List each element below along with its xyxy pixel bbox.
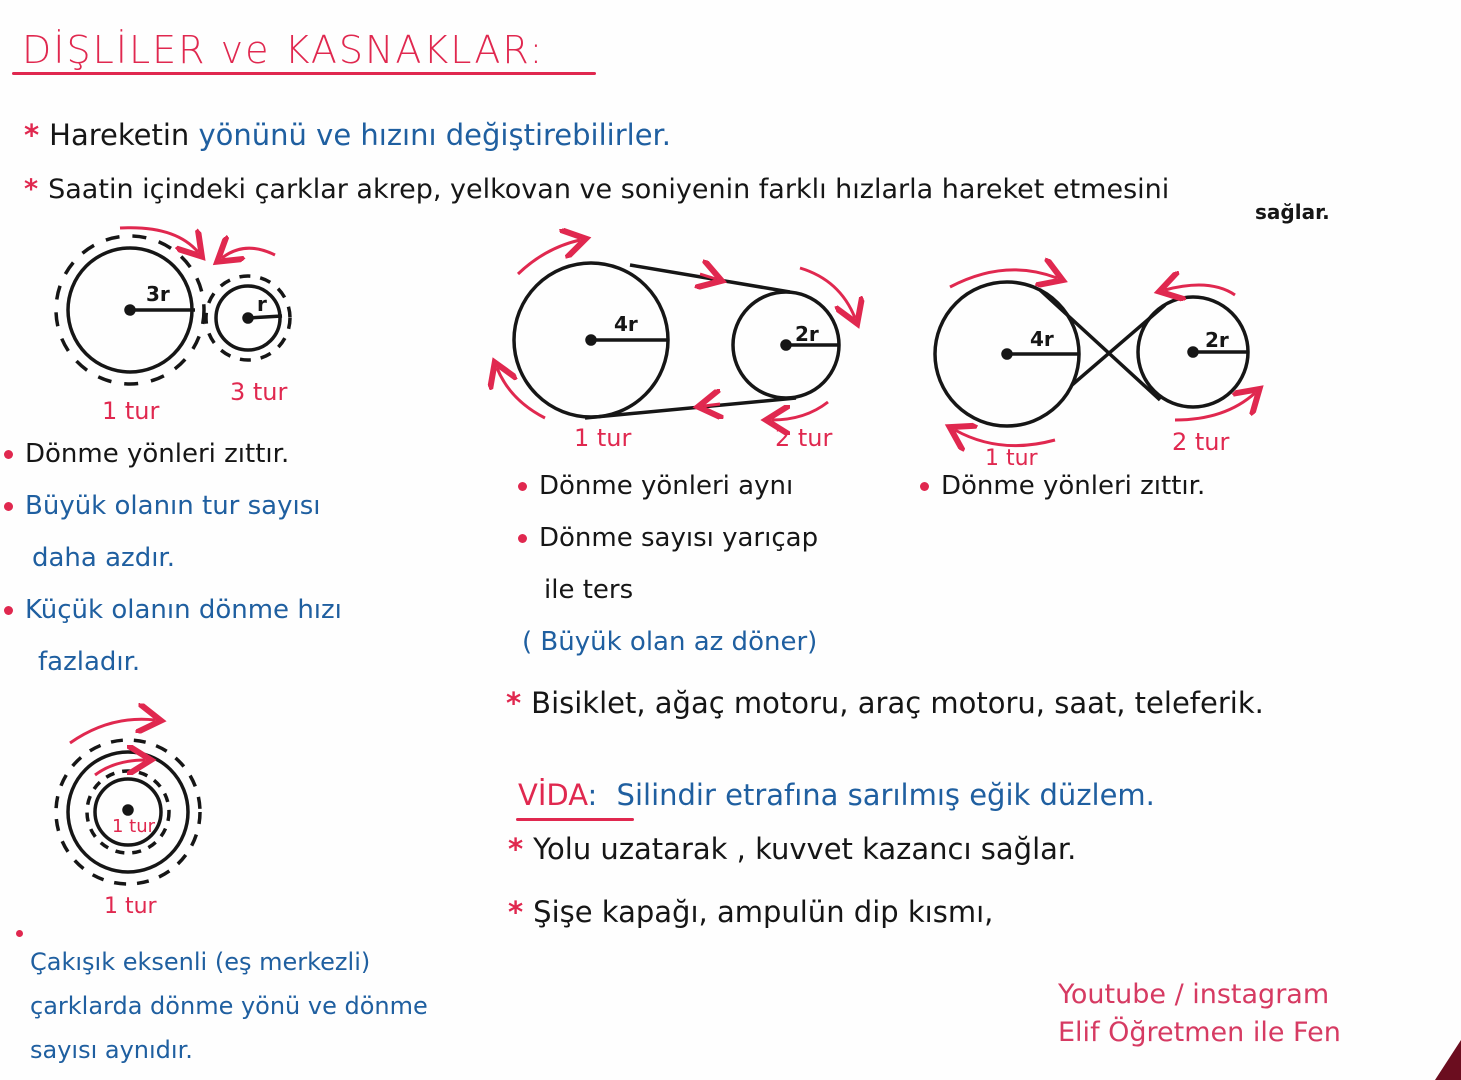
rotation-arrow-icon [1165, 285, 1236, 295]
rotation-arrow-icon [949, 270, 1057, 287]
crossed-belt-notes: Dönme yönleri zıttır. [920, 460, 1205, 512]
rotation-arrow-icon [1174, 393, 1255, 422]
asterisk-icon: * [506, 686, 522, 720]
rotation-arrow-icon [119, 226, 198, 252]
small-gear-turns-label: 3 tur [230, 378, 288, 406]
rotation-arrow-icon [772, 400, 829, 420]
rotation-arrow-icon [516, 240, 580, 276]
page-title: DİŞLİLER ve KASNAKLAR: [22, 28, 545, 72]
vida-heading-line: VİDA: Silindir etrafına sarılmış eğik dü… [518, 778, 1155, 812]
intro-item-2-continuation: sağlar. [1255, 200, 1330, 224]
vida-underline [516, 818, 634, 821]
coaxial-outer-label: 1 tur [104, 894, 157, 919]
bullet-icon [4, 450, 13, 459]
crossed-small-radius-label: 2r [1205, 328, 1229, 352]
rotation-arrow-icon [69, 719, 155, 745]
vida-item-1: *Yolu uzatarak , kuvvet kazancı sağlar. [508, 832, 1077, 866]
vida-item-2: *Şişe kapağı, ampulün dip kısmı, [508, 895, 994, 929]
big-gear-radius-label: 3r [146, 282, 170, 306]
asterisk-icon: * [508, 832, 524, 866]
big-gear-icon [54, 234, 206, 386]
asterisk-icon: * [508, 895, 524, 929]
intro-item-2: *Saatin içindeki çarklar akrep, yelkovan… [24, 174, 1170, 205]
crossed-big-turns-label: 1 tur [985, 446, 1038, 471]
open-small-radius-label: 2r [795, 322, 819, 346]
asterisk-icon: * [24, 118, 40, 152]
credit: Youtube / instagram Elif Öğretmen ile Fe… [1058, 979, 1341, 1048]
rotation-arrow-icon [497, 368, 546, 420]
bullet-icon [4, 502, 13, 511]
bullet-icon [518, 534, 527, 543]
open-big-radius-label: 4r [614, 312, 638, 336]
crossed-big-radius-label: 4r [1030, 327, 1054, 351]
rotation-arrow-icon [94, 760, 145, 777]
open-belt-pulleys-icon [512, 261, 841, 420]
bullet-icon [4, 606, 13, 615]
open-big-turns-label: 1 tur [574, 424, 632, 452]
page-corner-decoration [1435, 1040, 1461, 1080]
rotation-arrow-icon [222, 248, 276, 258]
crossed-small-turns-label: 2 tur [1172, 428, 1230, 456]
intro-item-1: *Hareketin yönünü ve hızını değiştirebil… [24, 118, 672, 152]
title-underline [12, 72, 596, 75]
coaxial-notes: Çakışık eksenli (eş merkezli) çarklarda … [30, 948, 428, 1064]
vida-definition: Silindir etrafına sarılmış eğik düzlem. [616, 778, 1155, 812]
rotation-arrow-icon [955, 430, 1056, 446]
bullet-icon [16, 930, 23, 937]
bullet-icon [920, 482, 929, 491]
big-gear-turns-label: 1 tur [102, 397, 160, 425]
rotation-arrow-icon [799, 266, 855, 318]
small-gear-icon [204, 274, 292, 362]
small-gear-radius-label: r [257, 292, 267, 316]
open-belt-notes: Dönme yönleri aynı Dönme sayısı yarıçap … [518, 460, 818, 668]
bullet-icon [518, 482, 527, 491]
asterisk-icon: * [24, 174, 39, 205]
open-small-turns-label: 2 tur [775, 424, 833, 452]
examples-line: *Bisiklet, ağaç motoru, araç motoru, saa… [506, 686, 1264, 720]
crossed-belt-pulleys-icon [933, 280, 1250, 428]
gear-notes: Dönme yönleri zıttır. Büyük olanın tur s… [4, 428, 342, 688]
vida-heading: VİDA [518, 778, 588, 812]
coaxial-inner-label: 1 tur [112, 816, 156, 837]
